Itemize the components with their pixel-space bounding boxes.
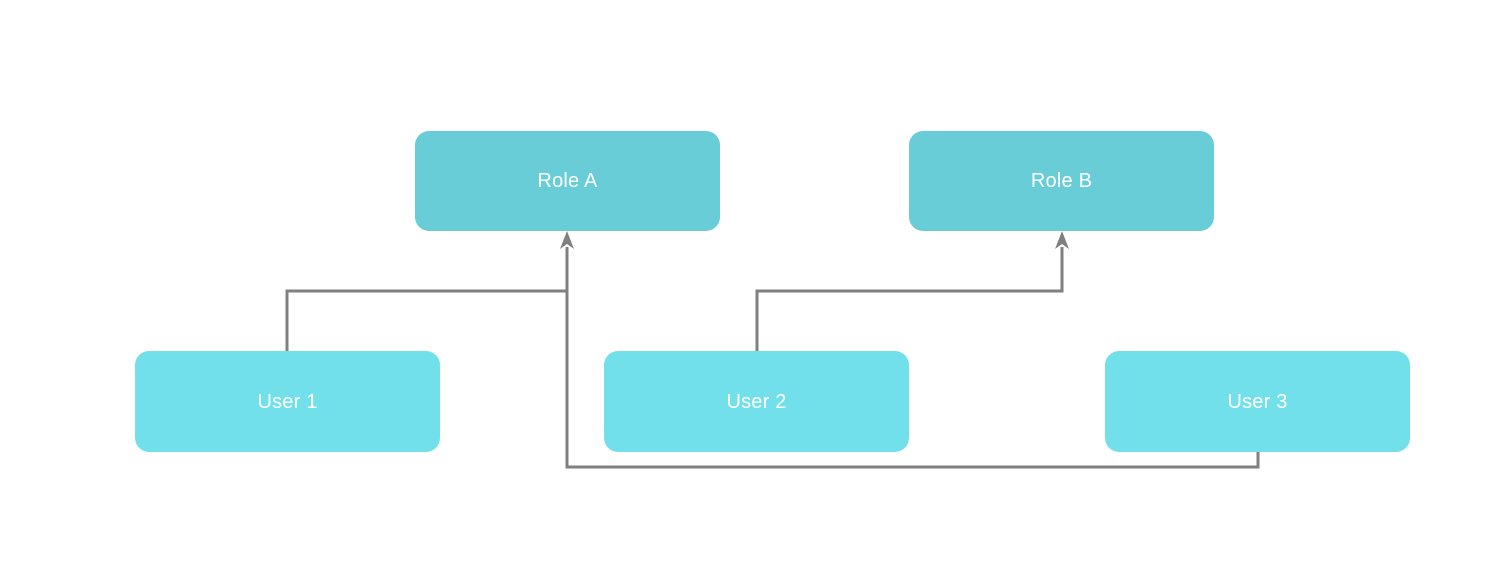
node-user-1-label: User 1 xyxy=(257,390,318,413)
edge-user2-to-role-b[interactable] xyxy=(755,247,1064,351)
node-user-2[interactable]: User 2 xyxy=(604,351,909,452)
node-role-a[interactable]: Role A xyxy=(415,131,720,231)
node-user-3[interactable]: User 3 xyxy=(1105,351,1410,452)
node-role-b-label: Role B xyxy=(1030,170,1093,192)
edge-user1-to-role-a[interactable] xyxy=(285,247,569,351)
edge-user3-to-role-a[interactable] xyxy=(565,247,1260,469)
arrowhead-role-a-icon xyxy=(560,231,574,249)
node-user-1[interactable]: User 1 xyxy=(135,351,440,452)
node-role-b[interactable]: Role B xyxy=(909,131,1214,231)
node-user-3-label: User 3 xyxy=(1227,390,1288,413)
node-user-2-label: User 2 xyxy=(726,390,787,413)
arrowhead-role-b-icon xyxy=(1055,231,1069,249)
node-role-a-label: Role A xyxy=(537,170,598,192)
